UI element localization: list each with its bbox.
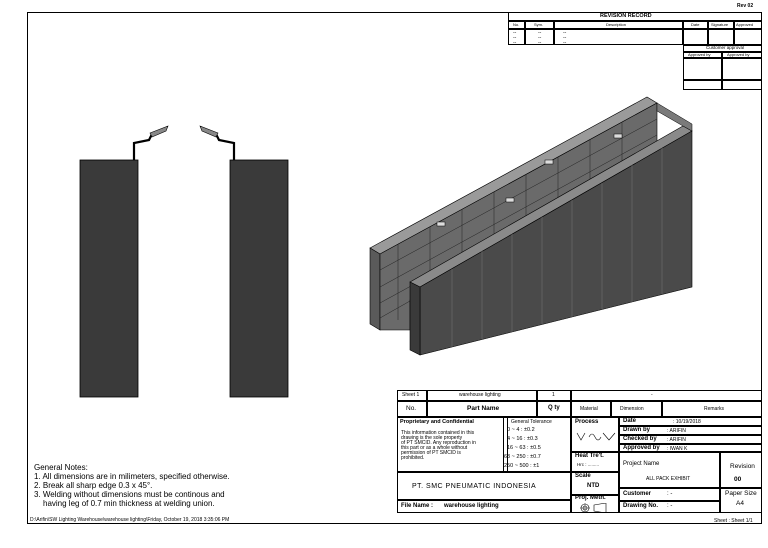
proprietary-line-6: prohibited. xyxy=(401,455,425,461)
rev-row3-desc: -- xyxy=(563,40,567,46)
general-notes: General Notes: 1. All dimensions are in … xyxy=(34,463,230,508)
date-label: Date xyxy=(623,418,637,424)
remarks-label: Remarks xyxy=(704,406,725,412)
note-2: 2. Break all sharp edge 0.3 x 45°. xyxy=(34,481,153,490)
material-label: Material xyxy=(580,406,598,412)
customer-label: Customer xyxy=(623,491,652,497)
rev-label: Rev 02 xyxy=(737,3,754,9)
drawing-no-value: : - xyxy=(667,503,673,509)
proprietary-title: Proprietary and Confidential xyxy=(400,419,474,425)
hrc-label: Hrc : ......... xyxy=(577,462,600,467)
left-lamp-arm xyxy=(132,133,153,160)
surface-finish-symbols xyxy=(576,432,616,441)
tolerance-row-4: 63 ~ 250 : ±0.7 xyxy=(504,454,541,460)
drawn-by-label: Drawn by xyxy=(623,427,651,433)
proprietary-line-1: This information contained in this xyxy=(401,430,475,436)
tolerance-row-2: 4 ~ 16 : ±0.3 xyxy=(507,436,538,442)
revision-label: Revision xyxy=(730,463,755,470)
part-description: warehouse lighting xyxy=(459,392,501,398)
project-name-value: ALL PACK EXHIBIT xyxy=(646,476,691,482)
tolerance-title: General Tolerance xyxy=(511,419,552,425)
tolerance-row-5: 250 ~ 500 : ±1 xyxy=(504,463,540,469)
company-name: PT. SMC PNEUMATIC INDONESIA xyxy=(412,483,537,490)
process-label: Process xyxy=(575,419,599,425)
note-3: 3. Welding without dimensions must be co… xyxy=(34,490,225,499)
projection-method-label: Proj. Meth. xyxy=(575,495,606,501)
notes-title: General Notes: xyxy=(34,463,88,472)
approved-by-label: Approved by xyxy=(623,445,660,451)
tolerance-row-1: 0 ~ 4 : ±0.2 xyxy=(507,427,535,433)
left-panel xyxy=(79,159,139,398)
approved-by-2: Approved by xyxy=(727,52,750,57)
rev-row3-no: -- xyxy=(513,40,517,46)
file-path-footer: D:\Arifin\SW Lighting Warehouse\warehous… xyxy=(30,517,230,523)
revision-value: 00 xyxy=(734,476,742,483)
third-angle-projection-icon xyxy=(580,503,607,513)
customer-approval-title: Customer approval xyxy=(706,45,745,50)
note-4: having leg of 0.7 min thickness at weldi… xyxy=(43,499,215,508)
col-sym: Sym. xyxy=(534,22,544,27)
scale-value: NTD xyxy=(587,483,600,489)
rev-row1-desc: -- xyxy=(563,30,567,36)
checked-by-label: Checked by xyxy=(623,436,657,442)
shelf-back-face xyxy=(369,247,381,331)
proprietary-line-3: of PT SMCID. Any reproduction in xyxy=(401,440,476,446)
right-lamp-head xyxy=(199,125,219,138)
revision-record-title: REVISION RECORD xyxy=(600,13,652,19)
customer-value: : - xyxy=(667,491,673,497)
left-lamp-head xyxy=(149,125,169,138)
qty-value: 1 xyxy=(552,392,555,398)
checked-by-value: : ARIFIN xyxy=(667,437,686,443)
sheet-footer: Sheet : Sheet 1/1 xyxy=(714,518,753,524)
rev-row2-sym: -- xyxy=(538,35,542,41)
col-no: No. xyxy=(513,22,520,27)
proprietary-line-5: permission of PT SMCID is xyxy=(401,450,461,456)
shelf-right-end xyxy=(656,102,693,132)
drawing-no-label: Drawing No. xyxy=(623,503,659,509)
heat-treat-label: Heat Tre't. xyxy=(575,453,604,459)
dimension-label: Dimension xyxy=(620,406,644,412)
proprietary-line-2: drawing is the sole property xyxy=(401,435,463,441)
rev-row1-sym: -- xyxy=(538,30,542,36)
rev-row1-no: -- xyxy=(513,30,517,36)
approved-by-1: Approved by xyxy=(688,52,711,57)
proprietary-line-4: this part or as a whole without xyxy=(401,445,468,451)
rev-row2-desc: -- xyxy=(563,35,567,41)
sheet-number: Sheet 1 xyxy=(402,392,420,398)
right-lamp-arm xyxy=(215,133,236,160)
part-name-label: Part Name xyxy=(467,405,500,412)
paper-size-label: Paper Size xyxy=(725,490,757,497)
panel-seams xyxy=(451,148,663,347)
col-description: Description xyxy=(606,22,627,27)
note-1: 1. All dimensions are in milimeters, spe… xyxy=(34,472,230,481)
drawn-by-value: : ARIFIN xyxy=(667,428,686,434)
lamp-fixtures xyxy=(436,133,623,227)
tolerance-row-3: 16 ~ 63 : ±0.5 xyxy=(507,445,541,451)
panel-row-end xyxy=(409,281,421,356)
scale-label: Scale xyxy=(575,473,591,479)
rev-row3-sym: -- xyxy=(538,40,542,46)
date-value: : 10/19/2018 xyxy=(673,419,701,425)
dash-value: - xyxy=(651,392,653,398)
col-signature: Signature xyxy=(711,22,729,27)
paper-size-value: A4 xyxy=(736,500,744,507)
qty-label: Q ty xyxy=(548,405,560,411)
file-name-label: File Name : xyxy=(401,503,434,509)
project-name-label: Project Name xyxy=(623,461,660,467)
drawing-sheet xyxy=(27,12,762,524)
right-panel xyxy=(229,159,289,398)
no-label: No. xyxy=(406,405,417,412)
rev-row2-no: -- xyxy=(513,35,517,41)
col-date: Date xyxy=(691,22,700,27)
col-approved: Approved xyxy=(736,22,754,27)
file-name-value: warehouse lighting xyxy=(444,503,499,509)
approved-by-value: : IWAN K xyxy=(667,446,688,452)
